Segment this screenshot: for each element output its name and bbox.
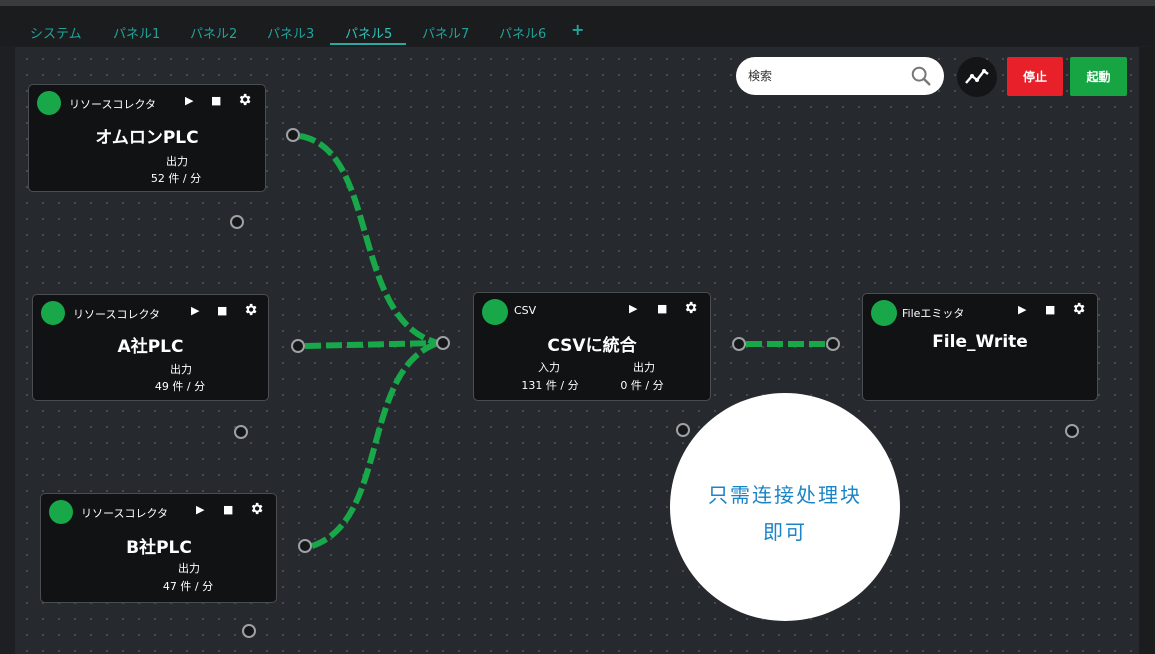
- play-icon[interactable]: ▶: [191, 304, 200, 317]
- play-icon[interactable]: ▶: [1018, 303, 1027, 316]
- node-type-label: CSV: [514, 304, 537, 317]
- error-port[interactable]: [1065, 424, 1079, 438]
- active-tab-indicator: [330, 43, 406, 45]
- output-port[interactable]: [286, 128, 300, 142]
- gear-icon[interactable]: [1071, 301, 1086, 319]
- node-b-plc[interactable]: リソースコレクタ ▶ ■ B社PLC 出力 47 件 / 分: [40, 493, 277, 603]
- input-port[interactable]: [436, 336, 450, 350]
- error-port[interactable]: [230, 215, 244, 229]
- stop-button[interactable]: 停止: [1007, 57, 1063, 96]
- output-label: 出力: [170, 363, 192, 376]
- status-indicator: [871, 300, 897, 326]
- output-label: 出力: [166, 155, 188, 168]
- status-indicator: [41, 301, 65, 325]
- tab-system[interactable]: システム: [30, 27, 82, 42]
- tab-bar: システム パネル1 パネル2 パネル3 パネル5 パネル7 パネル6 +: [0, 6, 1155, 46]
- callout-text-line1: 只需连接处理块: [708, 483, 862, 507]
- output-value: 47 件 / 分: [162, 580, 214, 593]
- chart-button[interactable]: [957, 57, 997, 97]
- window-top-bar: [0, 0, 1155, 6]
- status-indicator: [37, 91, 61, 115]
- input-label: 入力: [538, 361, 560, 374]
- output-value: 49 件 / 分: [154, 380, 206, 393]
- tab-panel5[interactable]: パネル5: [345, 27, 393, 42]
- wire-omron-to-csv: [299, 133, 439, 346]
- stop-icon[interactable]: ■: [1045, 303, 1056, 316]
- input-value: 131 件 / 分: [521, 379, 579, 392]
- error-port[interactable]: [676, 423, 690, 437]
- stop-icon[interactable]: ■: [223, 503, 234, 516]
- gear-icon[interactable]: [237, 92, 252, 110]
- error-port[interactable]: [242, 624, 256, 638]
- node-type-label: リソースコレクタ: [73, 308, 161, 321]
- node-omron-plc[interactable]: リソースコレクタ ▶ ■ オムロンPLC 出力 52 件 / 分: [28, 84, 266, 192]
- search-input[interactable]: [748, 66, 898, 86]
- node-title: オムロンPLC: [95, 128, 199, 148]
- gear-icon[interactable]: [683, 300, 698, 318]
- wire-b-to-csv: [310, 340, 440, 549]
- output-port[interactable]: [298, 539, 312, 553]
- wire-a-to-csv: [304, 340, 439, 349]
- tab-panel3[interactable]: パネル3: [267, 27, 315, 42]
- canvas-edge: [1139, 47, 1155, 654]
- tab-panel7[interactable]: パネル7: [422, 27, 470, 42]
- gear-icon[interactable]: [249, 501, 264, 519]
- stop-icon[interactable]: ■: [217, 304, 228, 317]
- search-icon[interactable]: [910, 65, 932, 87]
- error-port[interactable]: [234, 425, 248, 439]
- trend-line-icon: [965, 69, 989, 84]
- output-label: 出力: [633, 361, 655, 374]
- output-value: 52 件 / 分: [150, 172, 202, 185]
- output-label: 出力: [178, 562, 200, 575]
- search-box[interactable]: [736, 57, 944, 95]
- play-icon[interactable]: ▶: [185, 94, 194, 107]
- node-file-write[interactable]: Fileエミッタ ▶ ■ File_Write: [862, 293, 1098, 401]
- start-button[interactable]: 起動: [1070, 57, 1127, 96]
- play-icon[interactable]: ▶: [629, 302, 638, 315]
- node-a-plc[interactable]: リソースコレクタ ▶ ■ A社PLC 出力 49 件 / 分: [32, 294, 269, 401]
- node-title: File_Write: [932, 332, 1028, 352]
- output-value: 0 件 / 分: [620, 379, 664, 392]
- node-csv-merge[interactable]: CSV ▶ ■ CSVに統合 入力 131 件 / 分 出力 0 件 / 分: [473, 292, 711, 401]
- output-port[interactable]: [732, 337, 746, 351]
- stop-icon[interactable]: ■: [657, 302, 668, 315]
- stop-icon[interactable]: ■: [211, 94, 222, 107]
- node-title: A社PLC: [117, 337, 184, 357]
- tab-panel6[interactable]: パネル6: [499, 27, 547, 42]
- status-indicator: [49, 500, 73, 524]
- callout-text-line2: 即可: [763, 520, 807, 544]
- tab-panel1[interactable]: パネル1: [113, 27, 161, 42]
- node-type-label: リソースコレクタ: [69, 98, 157, 111]
- node-title: CSVに統合: [547, 336, 637, 356]
- input-port[interactable]: [826, 337, 840, 351]
- callout-bubble: 只需连接处理块 即可: [670, 393, 900, 621]
- tab-panel2[interactable]: パネル2: [190, 27, 238, 42]
- node-title: B社PLC: [126, 538, 192, 558]
- node-type-label: Fileエミッタ: [902, 307, 965, 320]
- output-port[interactable]: [291, 339, 305, 353]
- add-tab-button[interactable]: +: [571, 20, 585, 39]
- status-indicator: [482, 299, 508, 325]
- node-type-label: リソースコレクタ: [81, 507, 169, 520]
- play-icon[interactable]: ▶: [196, 503, 205, 516]
- gear-icon[interactable]: [243, 302, 258, 320]
